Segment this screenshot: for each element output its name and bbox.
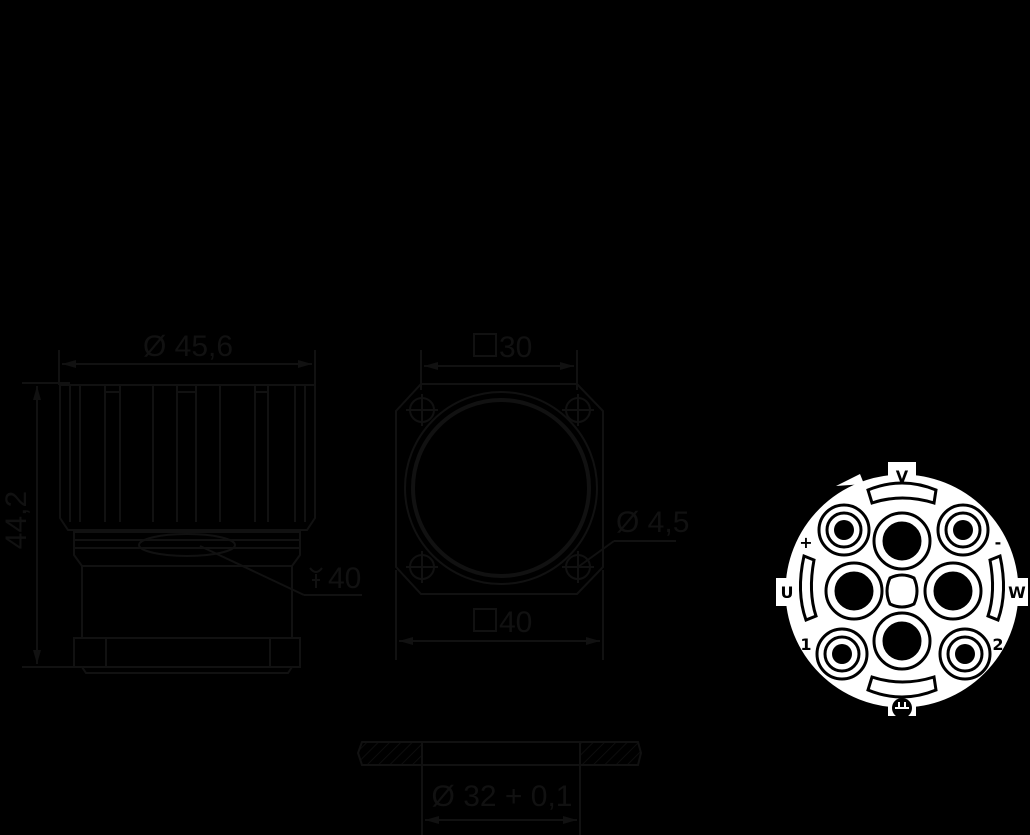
pin-face: V U W + - 1 2: [776, 462, 1028, 718]
wrench-icon: [309, 567, 323, 588]
pin-label-minus: -: [995, 533, 1002, 552]
pin-label-v: V: [896, 467, 909, 486]
inner-square-label: 30: [499, 331, 532, 364]
pin-label-u: U: [781, 583, 794, 602]
power-pins: [824, 511, 983, 671]
pin-label-1: 1: [800, 635, 811, 654]
side-view: Ø 45,6 44,2: [0, 330, 362, 674]
signal-pins: [815, 503, 992, 681]
height-label: 44,2: [0, 491, 33, 549]
outer-square-label: 40: [499, 606, 532, 639]
diameter-label: Ø 45,6: [143, 330, 233, 363]
pin-label-2: 2: [992, 635, 1003, 654]
hole-diameter-label: Ø 4,5: [616, 506, 689, 539]
square-symbol-icon: [473, 608, 497, 632]
wrench-size-label: 40: [328, 562, 361, 595]
ground-symbol-icon: [892, 698, 912, 718]
pin-label-plus: +: [799, 533, 812, 552]
mounting-holes: [406, 394, 594, 583]
pin-label-w: W: [1008, 583, 1026, 602]
square-symbol-icon: [473, 333, 497, 357]
panel-cutout: Ø 32 + 0,1: [356, 741, 643, 835]
cutout-diameter-label: Ø 32 + 0,1: [432, 780, 573, 813]
flange-view: 30 Ø 4,5 40: [395, 331, 689, 660]
